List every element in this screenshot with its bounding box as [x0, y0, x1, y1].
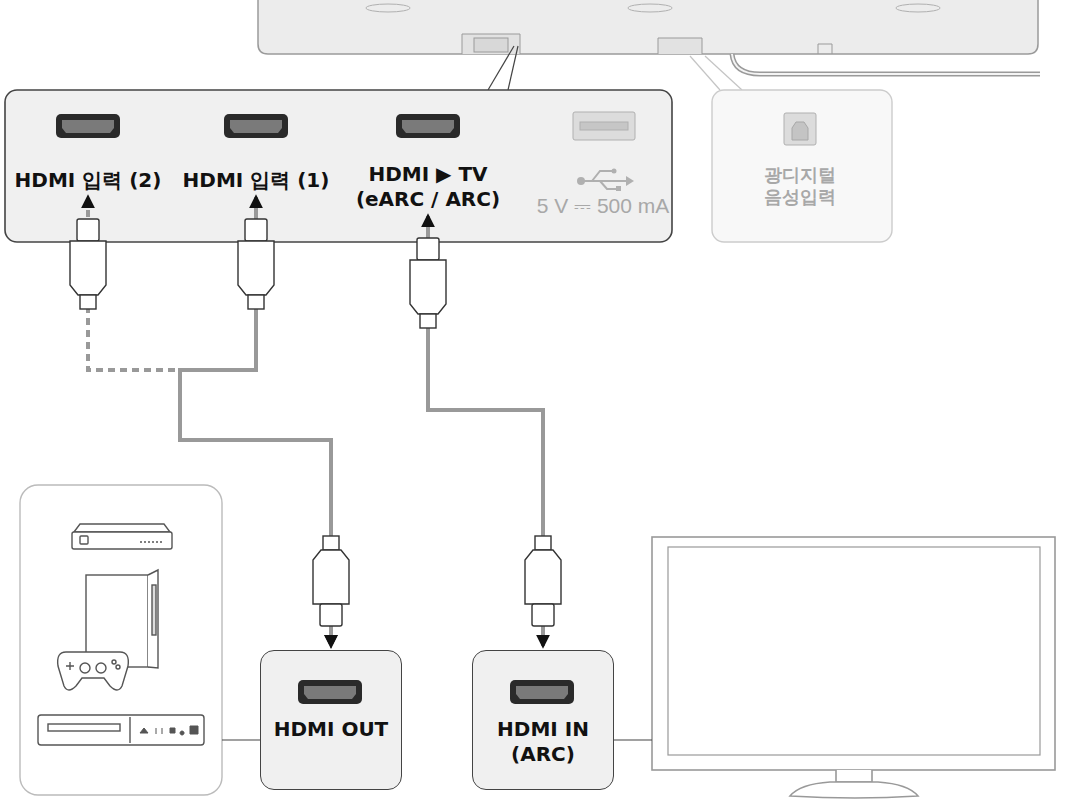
optional-hdmi-cable — [88, 197, 331, 646]
power-cord — [732, 54, 1040, 74]
soundbar — [258, 0, 1038, 54]
port-label: HDMI 입력 (1) — [179, 168, 333, 193]
usb-symbol — [577, 169, 634, 192]
port-label: HDMI ▶ TV (eARC / ARC) — [346, 162, 510, 212]
port-name: HDMI 입력 (2) — [13, 168, 164, 193]
hdmi-plug — [313, 536, 349, 626]
port-callout: HDMI OUT — [260, 650, 402, 790]
tv — [652, 537, 1055, 798]
hdmi-port — [396, 114, 460, 138]
hdmi-port — [509, 679, 575, 705]
hdmi-port — [297, 679, 363, 705]
blu-ray-player — [38, 715, 204, 745]
soundbar-hole — [366, 4, 410, 12]
hdmi-plug — [70, 219, 106, 309]
soundbar-hole — [896, 4, 940, 12]
usb-port — [573, 112, 635, 140]
port-name: HDMI 입력 (1) — [179, 168, 333, 193]
port-name: HDMI OUT — [267, 717, 395, 742]
leader-line — [508, 46, 518, 90]
source-device-group — [20, 485, 222, 795]
soundbar-recess — [658, 38, 702, 54]
game-console — [58, 570, 158, 690]
hdmi-plug — [238, 219, 274, 309]
back-panel — [5, 90, 672, 242]
usb-rating: 5 V ⎓ 500 mA — [513, 194, 693, 218]
power-cord — [732, 54, 1040, 74]
port-label: HDMI 입력 (2) — [13, 168, 164, 193]
hdmi-port — [56, 114, 120, 138]
hdmi-port — [224, 114, 288, 138]
leader-line — [690, 56, 720, 90]
hdmi-plug — [525, 536, 561, 626]
soundbar-port-area — [474, 38, 508, 52]
optical-input-label: 광디지털 음성입력 — [752, 164, 848, 207]
port-callout: HDMI IN (ARC) — [472, 650, 614, 790]
hdmi-cable — [180, 197, 331, 646]
leader-line — [705, 56, 742, 90]
port-name: HDMI IN (ARC) — [493, 717, 593, 767]
leader-line — [222, 739, 260, 740]
soundbar-hole — [628, 4, 672, 12]
soundbar-notch — [818, 44, 832, 54]
leader-line — [614, 739, 652, 740]
port-name: HDMI ▶ TV (eARC / ARC) — [346, 162, 510, 212]
optical-panel — [712, 90, 892, 242]
optical-port — [784, 113, 816, 145]
set-top-box — [72, 524, 172, 549]
hdmi-plug — [410, 238, 446, 328]
